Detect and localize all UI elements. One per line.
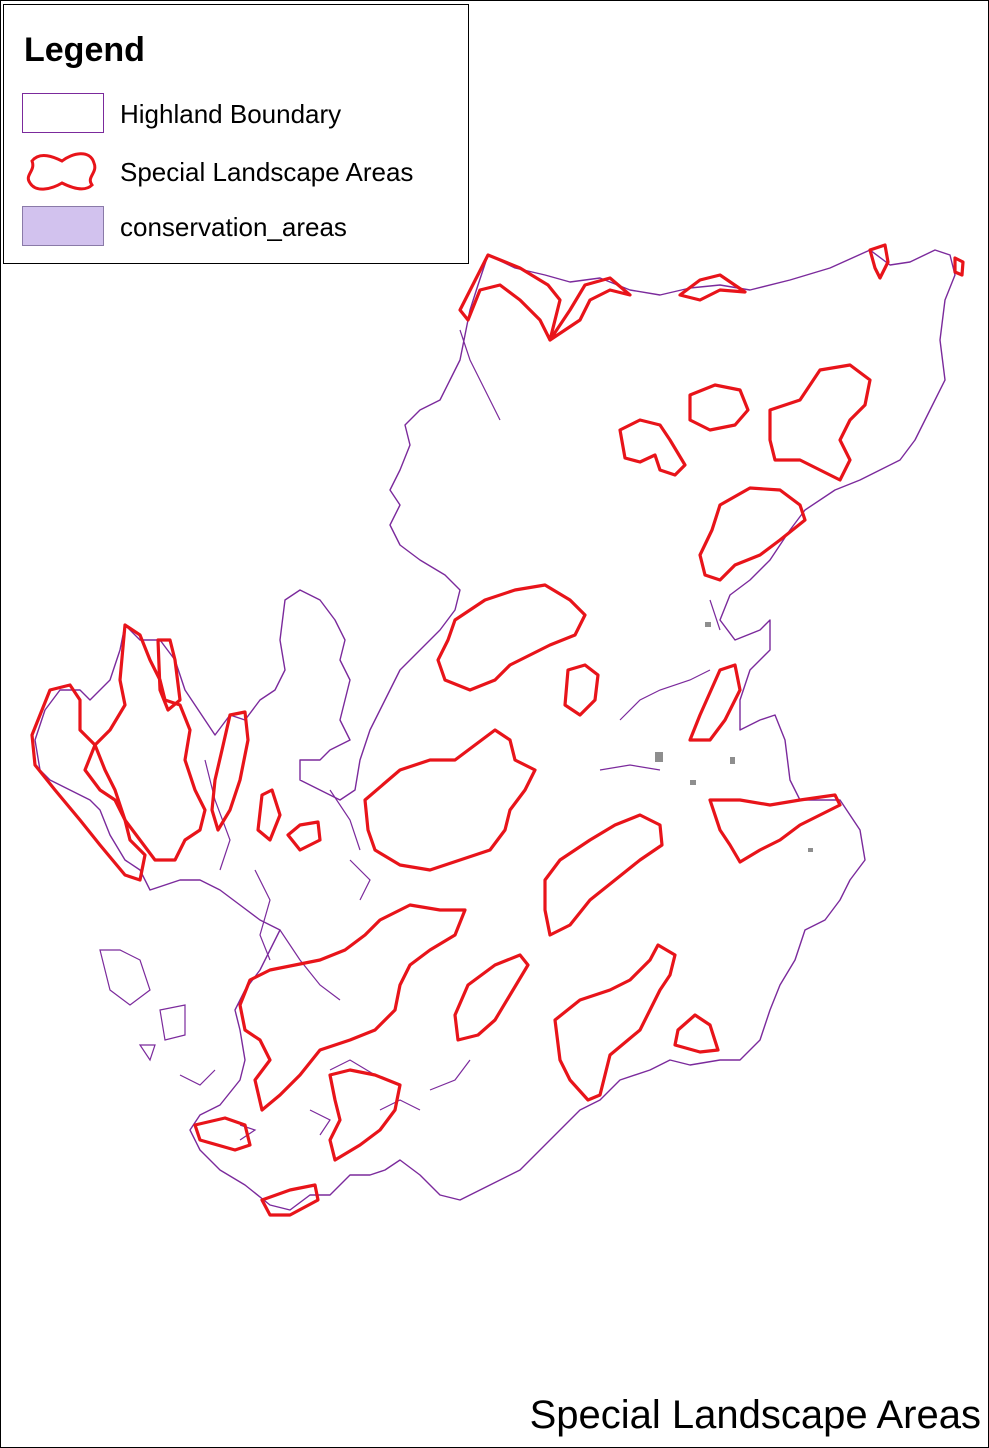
conservation-swatch-icon [22, 206, 104, 246]
legend-item-conservation-areas: conservation_areas [22, 206, 462, 250]
sla-blob-swatch-icon [26, 152, 97, 191]
sla-morvern [328, 1068, 402, 1162]
legend-label: conservation_areas [120, 212, 347, 242]
sla-knoydart [238, 903, 467, 1112]
legend-item-highland-boundary: Highland Boundary [22, 93, 462, 137]
sla-cairngorms [553, 943, 677, 1102]
sla-north-coast-west [458, 253, 562, 342]
sla-loch-maree [156, 638, 182, 712]
sla-caithness-3 [768, 363, 872, 482]
sla-long-thin [210, 710, 250, 832]
sla-caithness-2 [688, 383, 750, 432]
legend-label: Special Landscape Areas [120, 157, 414, 187]
grey-features [655, 622, 813, 852]
legend-panel: Legend Highland Boundary Special Landsca… [3, 4, 469, 264]
sla-south-coast [260, 1183, 320, 1217]
sla-wester-ross-west [30, 683, 147, 882]
interior-water-features [99, 329, 721, 1141]
sla-dornoch [698, 486, 807, 582]
sla-central-north [436, 583, 587, 692]
sla-kyle-2 [286, 820, 322, 852]
sla-caithness-1 [618, 418, 687, 477]
sla-ardnamurchan [193, 1116, 252, 1152]
sla-dunnet [868, 243, 890, 280]
sla-affric [363, 728, 537, 872]
legend-item-special-landscape-areas: Special Landscape Areas [22, 151, 462, 195]
sla-central-small [563, 663, 600, 717]
highland-boundary-swatch-icon [22, 93, 104, 133]
sla-nairn [708, 793, 842, 864]
sla-duncansby [953, 256, 965, 277]
sla-monadhliath [543, 813, 664, 937]
sla-north-coast-mid [548, 276, 632, 342]
special-landscape-areas [30, 243, 965, 1217]
sla-north-coast-east [678, 273, 747, 302]
sla-loch-lochy [453, 953, 530, 1042]
map-title: Special Landscape Areas [529, 1393, 981, 1437]
sla-torridon [93, 623, 207, 862]
sla-kyle [256, 788, 282, 842]
highland-boundary [34, 249, 956, 1211]
sla-cairngorms-east [673, 1013, 720, 1054]
legend-label: Highland Boundary [120, 99, 342, 129]
legend-title: Legend [24, 31, 145, 69]
sla-fannich-strath [688, 663, 742, 742]
